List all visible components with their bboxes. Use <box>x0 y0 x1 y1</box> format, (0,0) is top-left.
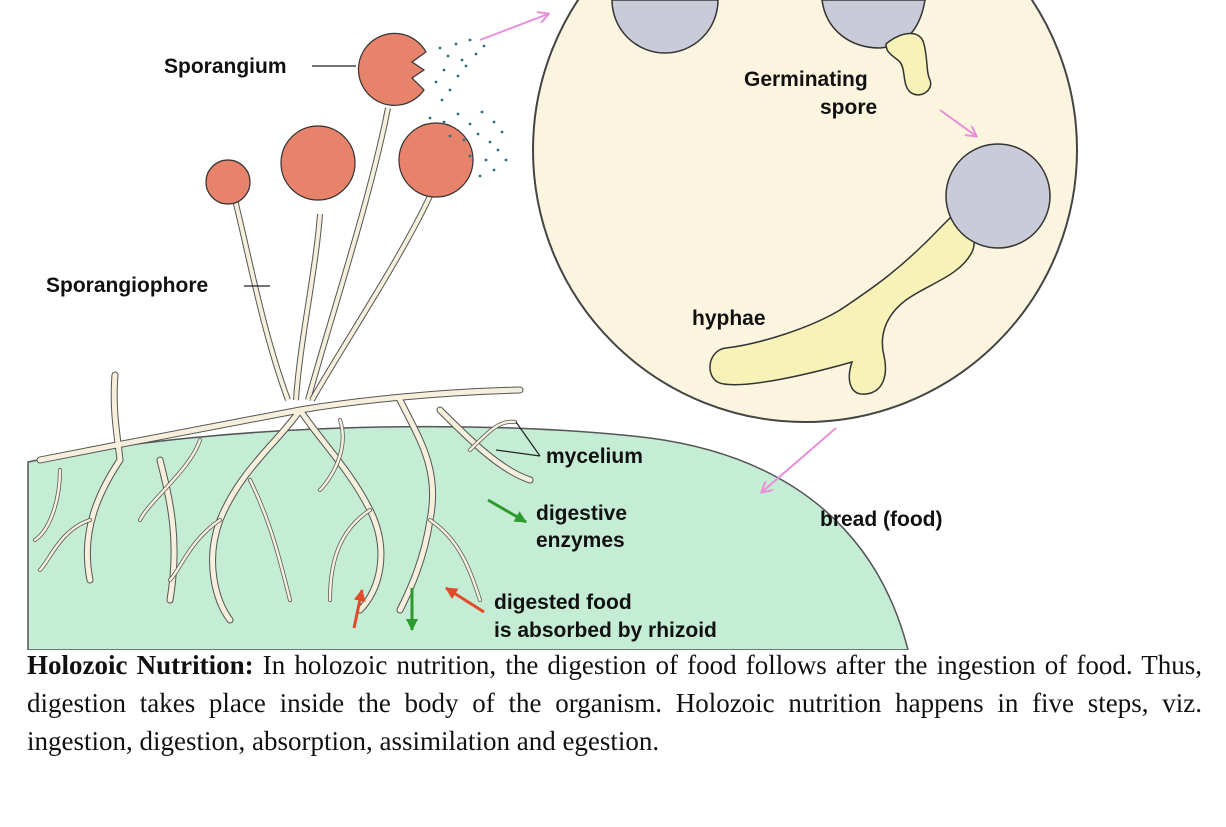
arrow-germinating-to-hyphae <box>939 109 976 136</box>
spores-group <box>611 0 1051 395</box>
germ-tube-small <box>885 32 932 96</box>
caption-heading: Holozoic Nutrition: <box>27 650 254 680</box>
spore-large <box>945 143 1051 249</box>
sporangia <box>205 32 474 205</box>
released-spores <box>428 38 508 178</box>
lifecycle-arrows <box>479 14 976 492</box>
label-hyphae: hyphae <box>692 307 766 330</box>
caption-paragraph: Holozoic Nutrition: In holozoic nutritio… <box>27 646 1202 760</box>
label-digestive-line1: digestive <box>536 502 627 525</box>
arrow-spores-to-circle <box>479 14 548 41</box>
label-mycelium: mycelium <box>546 445 643 468</box>
rhizopus-diagram: Sporangium Sporangiophore Germinating sp… <box>27 0 1078 650</box>
label-sporangiophore: Sporangiophore <box>46 274 208 297</box>
sporangium-middle <box>280 125 356 201</box>
arrow-absorb-up <box>352 589 366 629</box>
sporangium-right <box>398 122 474 198</box>
label-digested-line1: digested food <box>494 591 632 614</box>
sporangiophores <box>231 107 433 402</box>
sporangium-small <box>205 159 251 205</box>
bread-shape <box>27 425 909 650</box>
hypha-germ-tube <box>709 217 975 395</box>
arrow-circle-to-bread <box>762 427 837 492</box>
mycelium-network <box>33 371 534 624</box>
sporangium-open <box>357 32 427 106</box>
leader-lines <box>244 65 541 457</box>
label-digested-line2: is absorbed by rhizoid <box>494 619 717 642</box>
label-digestive-line2: enzymes <box>536 529 625 552</box>
caption-text: In holozoic nutrition, the digestion of … <box>27 650 1202 756</box>
label-germinating-line1: Germinating <box>744 68 868 91</box>
arrow-absorb-left <box>445 586 485 614</box>
spore-top-left <box>611 0 719 54</box>
label-sporangium: Sporangium <box>164 55 287 78</box>
arrow-digestive-enzymes <box>487 498 527 524</box>
magnified-view-circle <box>532 0 1078 423</box>
label-bread: bread (food) <box>820 508 942 531</box>
label-germinating-line2: spore <box>820 96 877 119</box>
